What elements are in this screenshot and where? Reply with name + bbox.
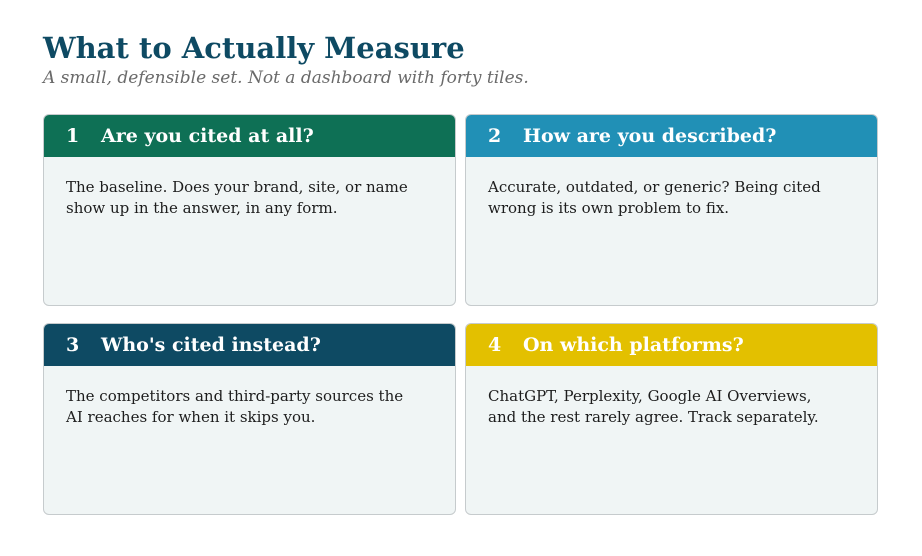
card-title: On which platforms? bbox=[523, 334, 744, 356]
card-description: ChatGPT, Perplexity, Google AI Overviews… bbox=[488, 387, 819, 426]
card-description: The baseline. Does your brand, site, or … bbox=[66, 178, 408, 217]
card-number: 3 bbox=[66, 334, 80, 356]
card-title: Who's cited instead? bbox=[101, 334, 321, 356]
card-description: Accurate, outdated, or generic? Being ci… bbox=[488, 178, 821, 217]
measure-card-cited-instead: 3 Who's cited instead? The competitors a… bbox=[43, 323, 456, 515]
card-title: How are you described? bbox=[523, 125, 777, 147]
card-description: The competitors and third-party sources … bbox=[66, 387, 404, 426]
card-number: 1 bbox=[66, 125, 80, 147]
page-subtitle: A small, defensible set. Not a dashboard… bbox=[43, 68, 529, 88]
card-header: 3 Who's cited instead? bbox=[44, 324, 455, 366]
card-header: 1 Are you cited at all? bbox=[44, 115, 455, 157]
card-title: Are you cited at all? bbox=[101, 125, 314, 147]
card-header: 2 How are you described? bbox=[466, 115, 877, 157]
page-title: What to Actually Measure bbox=[43, 31, 465, 65]
measure-card-described: 2 How are you described? Accurate, outda… bbox=[465, 114, 878, 306]
measure-card-cited: 1 Are you cited at all? The baseline. Do… bbox=[43, 114, 456, 306]
card-header: 4 On which platforms? bbox=[466, 324, 877, 366]
card-number: 4 bbox=[488, 334, 502, 356]
measure-card-platforms: 4 On which platforms? ChatGPT, Perplexit… bbox=[465, 323, 878, 515]
card-number: 2 bbox=[488, 125, 502, 147]
